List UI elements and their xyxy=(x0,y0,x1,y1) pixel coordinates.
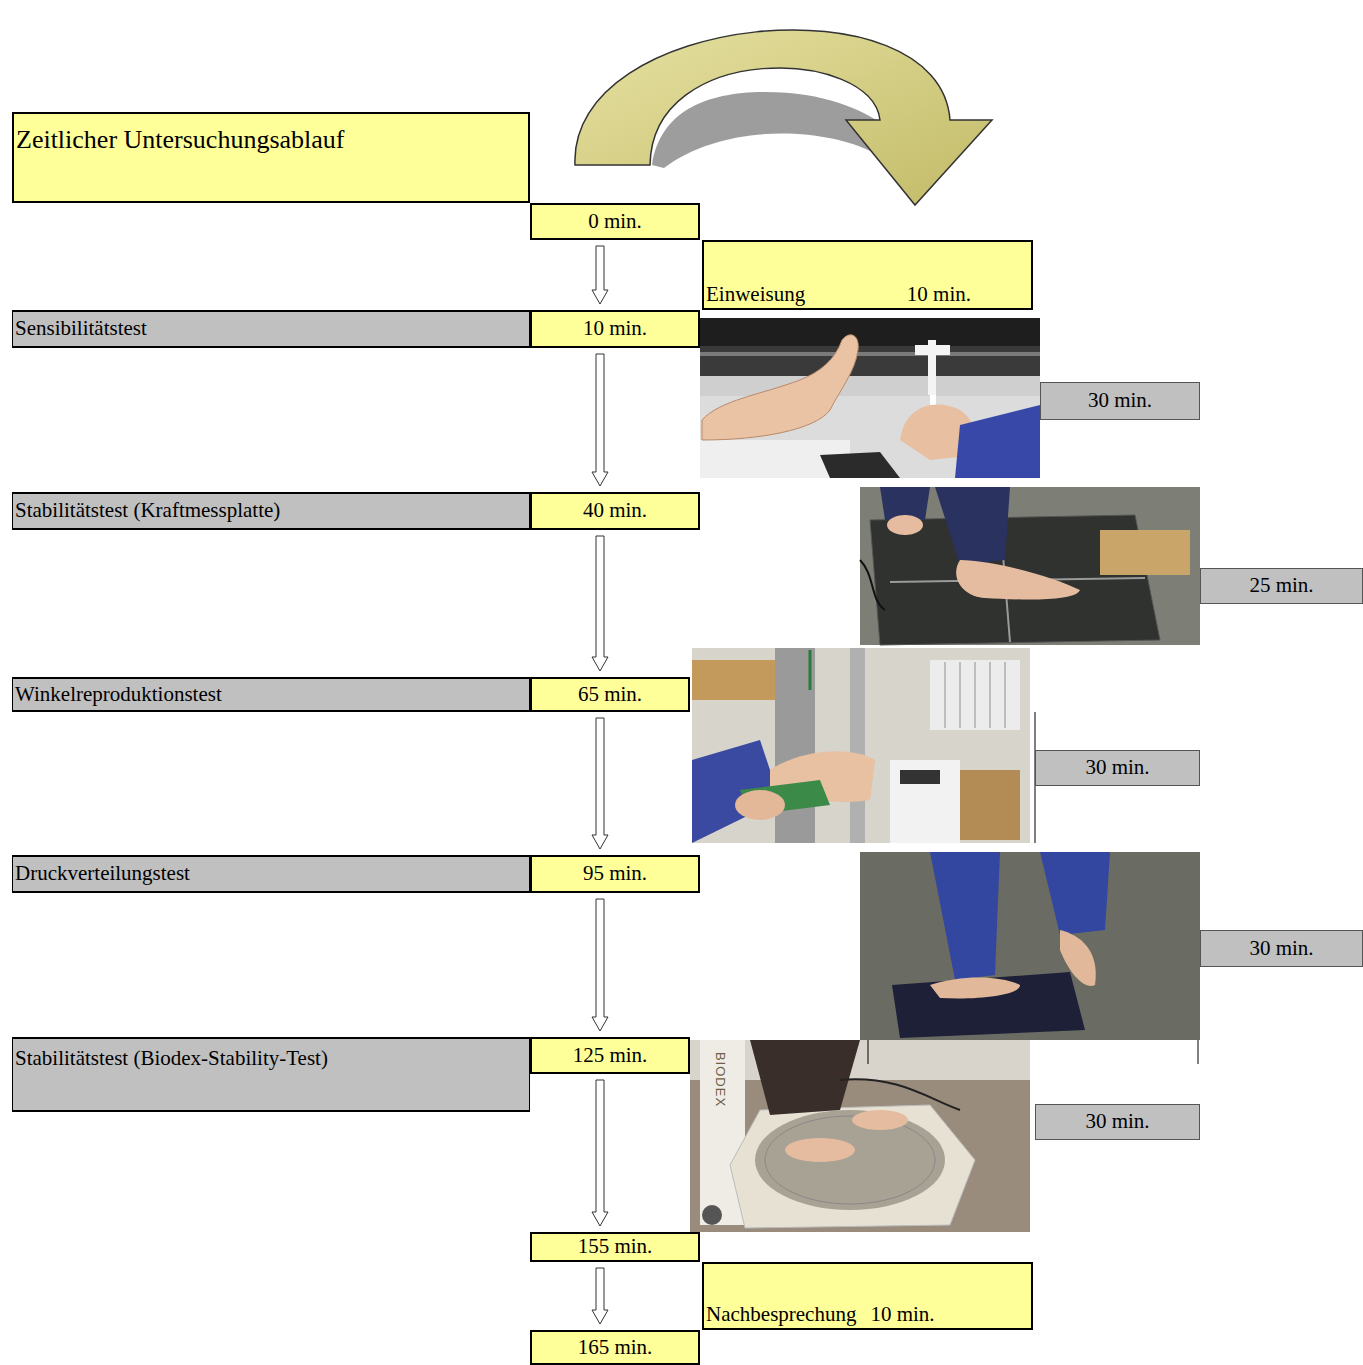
time-box: 155 min. xyxy=(530,1232,700,1262)
phase-box: Nachbesprechung 10 min. xyxy=(702,1262,1033,1330)
duration-label: 30 min. xyxy=(1085,1109,1149,1134)
time-box: 125 min. xyxy=(530,1037,690,1074)
frame-line xyxy=(868,1040,869,1064)
phase-label: 10 min. xyxy=(907,282,971,307)
time-label: 65 min. xyxy=(578,682,642,707)
step-label: Druckverteilungstest xyxy=(15,861,190,886)
duration-label: 30 min. xyxy=(1249,936,1313,961)
duration-box: 30 min. xyxy=(1040,382,1200,420)
flow-arrow xyxy=(592,1080,608,1226)
time-label: 95 min. xyxy=(583,861,647,886)
title-box: Zeitlicher Untersuchungsablauf xyxy=(12,112,530,203)
step-label: Stabilitätstest (Biodex-Stability-Test) xyxy=(15,1046,328,1070)
step-label: Sensibilitätstest xyxy=(15,316,147,341)
flow-arrow xyxy=(592,246,608,304)
duration-box: 30 min. xyxy=(1035,750,1200,786)
phase-label: 10 min. xyxy=(870,1302,934,1327)
title-text: Zeitlicher Untersuchungsablauf xyxy=(16,125,345,154)
step-label: Stabilitätstest (Kraftmessplatte) xyxy=(15,498,280,523)
time-box: 95 min. xyxy=(530,855,700,893)
step-box: Stabilitätstest (Kraftmessplatte) xyxy=(12,492,530,530)
time-box: 165 min. xyxy=(530,1330,700,1365)
frame-line xyxy=(1198,1040,1199,1064)
step-box: Druckverteilungstest xyxy=(12,855,530,893)
time-label: 125 min. xyxy=(573,1043,648,1068)
phase-label: Nachbesprechung xyxy=(706,1302,856,1327)
duration-box: 30 min. xyxy=(1035,1104,1200,1140)
flow-arrow xyxy=(592,354,608,486)
time-box: 40 min. xyxy=(530,492,700,530)
duration-box: 30 min. xyxy=(1200,930,1363,967)
time-box: 65 min. xyxy=(530,677,690,712)
photo-sensibility xyxy=(700,318,1040,478)
photo-angle-test xyxy=(692,648,1030,843)
flow-arrow xyxy=(592,718,608,849)
curved-arrow xyxy=(575,30,992,205)
time-box: 0 min. xyxy=(530,203,700,240)
flow-arrow xyxy=(592,536,608,671)
step-box: Sensibilitätstest xyxy=(12,310,530,348)
time-label: 40 min. xyxy=(583,498,647,523)
time-label: 10 min. xyxy=(583,316,647,341)
time-label: 0 min. xyxy=(588,209,642,234)
time-label: 165 min. xyxy=(578,1335,653,1360)
flow-arrow xyxy=(592,899,608,1031)
photo-force-plate xyxy=(860,487,1200,645)
step-box: Stabilitätstest (Biodex-Stability-Test) xyxy=(12,1037,530,1112)
duration-label: 25 min. xyxy=(1249,573,1313,598)
arrow-shadow xyxy=(652,92,882,168)
duration-label: 30 min. xyxy=(1085,755,1149,780)
photo-biodex xyxy=(690,1040,1030,1232)
flow-arrow xyxy=(592,1268,608,1324)
step-box: Winkelreproduktionstest xyxy=(12,677,530,712)
photo-pressure-mat xyxy=(860,852,1200,1040)
brand-text: BIODEX xyxy=(713,1050,728,1110)
time-box: 10 min. xyxy=(530,310,700,348)
duration-box: 25 min. xyxy=(1200,568,1363,604)
duration-label: 30 min. xyxy=(1088,388,1152,413)
time-label: 155 min. xyxy=(578,1234,653,1259)
phase-label: Einweisung xyxy=(706,282,805,307)
phase-box: Einweisung 10 min. xyxy=(702,240,1033,310)
step-label: Winkelreproduktionstest xyxy=(15,682,222,707)
